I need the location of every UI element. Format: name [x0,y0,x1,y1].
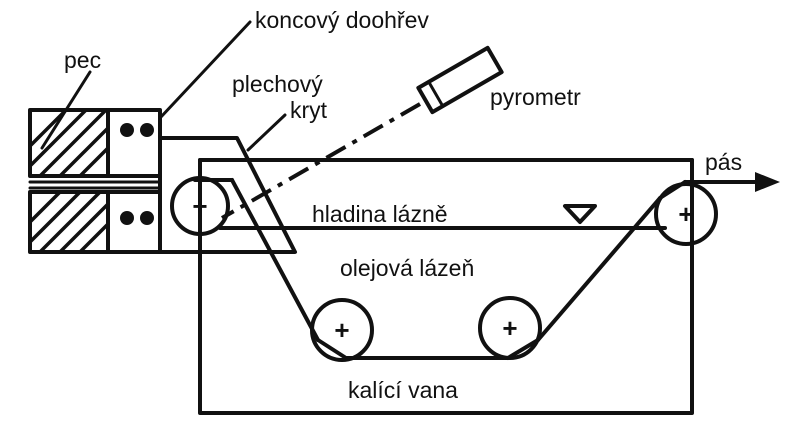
furnace-top-block [28,108,162,178]
koncovy-dohrev-label: koncový doohřev [255,7,429,33]
plus-sign: + [334,315,349,345]
arrowhead [755,172,780,192]
kryt-leader-line [246,113,287,152]
roller: + [654,182,718,246]
plus-sign: + [678,199,693,229]
pyrometer-beam-dashdot [221,102,421,220]
roller: + [170,176,230,236]
furnace-bottom-block [28,190,162,254]
furnace [28,108,162,254]
heater-coil-dot [140,123,154,137]
pec-leader-line [40,70,92,150]
heater-coil-dot [120,211,134,225]
plechovy-label: plechový [232,71,323,97]
koncovy-leader-line [158,20,252,120]
quench-tank [198,158,694,415]
plus-sign: + [192,191,207,221]
roller: + [310,298,374,362]
pec-label: pec [64,47,101,73]
heater-coil-dot [140,211,154,225]
pyrometer [416,45,504,115]
hladina-label: hladina lázně [312,201,448,227]
kryt-label: kryt [290,97,328,123]
olejova-label: olejová lázeň [340,255,474,281]
pyrometr-label: pyrometr [490,84,581,110]
kalici-vana-label: kalící vana [348,377,458,403]
roller: + [478,296,542,360]
heater-coil-dot [120,123,134,137]
plus-sign: + [502,313,517,343]
sheet-metal-cover [158,136,297,254]
pas-label: pás [705,149,742,175]
level-marker-triangle [563,204,597,224]
